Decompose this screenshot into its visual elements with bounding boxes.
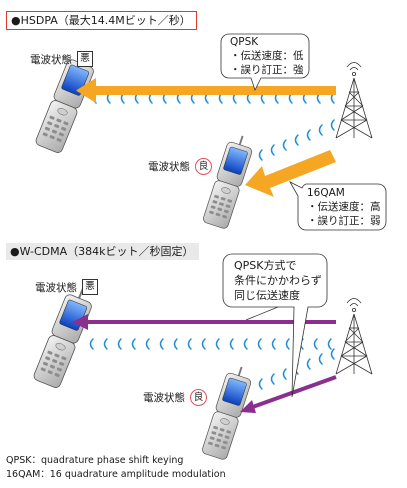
legend-qpsk: QPSK：quadrature phase shift keying — [6, 455, 184, 466]
hsdpa-bad-status: 電波状態 悪 — [30, 51, 93, 67]
hsdpa-bad-status-label: 電波状態 — [30, 53, 72, 66]
wcdma-callout-line2: 条件にかかわらず — [234, 274, 322, 287]
wcdma-arrow-good — [240, 375, 337, 413]
hsdpa-arrow-good — [245, 150, 336, 197]
wcdma-bad-phone — [32, 283, 98, 390]
callout-qpsk-speed: ・伝送速度：低 — [230, 50, 304, 62]
callout-16qam-correction: ・誤り訂正：弱 — [307, 215, 381, 227]
hsdpa-title: ●HSDPA（最大14.4Mビット／秒） — [6, 11, 197, 30]
wcdma-callout-pointer-1 — [245, 306, 279, 321]
hsdpa-callout-16qam-bubble — [288, 181, 387, 231]
wcdma-good-status-label: 電波状態 — [143, 392, 185, 404]
wcdma-good-status: 電波状態 良 — [143, 389, 207, 406]
callout-16qam-title: 16QAM — [307, 187, 345, 199]
hsdpa-good-status-label: 電波状態 — [148, 161, 190, 173]
hsdpa-bad-quality-badge: 悪 — [77, 51, 93, 67]
hsdpa-good-quality-badge: 良 — [195, 158, 212, 175]
wcdma-arrow-bad — [72, 314, 336, 330]
wcdma-bad-status-label: 電波状態 — [35, 281, 77, 294]
wcdma-bad-quality-badge: 悪 — [82, 279, 98, 295]
wcdma-callout-bubble — [222, 253, 328, 398]
wcdma-good-quality-badge: 良 — [190, 389, 207, 406]
callout-qpsk-correction: ・誤り訂正：強 — [230, 64, 304, 76]
callout-16qam-speed: ・伝送速度：高 — [307, 201, 381, 213]
wcdma-base-station-icon — [335, 298, 373, 375]
hsdpa-callout-qpsk-bubble — [220, 33, 310, 92]
hsdpa-arrow-bad — [76, 78, 336, 103]
hsdpa-base-station-icon — [335, 62, 373, 139]
wcdma-callout-line3: 同じ伝送速度 — [234, 289, 300, 302]
wcdma-title: ●W-CDMA（384kビット／秒固定） — [6, 243, 199, 260]
wcdma-callout: QPSK方式で 条件にかかわらず 同じ伝送速度 — [234, 258, 322, 303]
wcdma-callout-line1: QPSK方式で — [234, 259, 297, 272]
wcdma-bad-status: 電波状態 悪 — [35, 279, 98, 295]
callout-qpsk-title: QPSK — [230, 36, 259, 48]
hsdpa-callout-16qam: 16QAM ・伝送速度：高 ・誤り訂正：弱 — [307, 186, 381, 228]
legend-16qam: 16QAM：16 quadrature amplitude modulation — [6, 469, 226, 480]
hsdpa-good-status: 電波状態 良 — [148, 158, 212, 175]
hsdpa-good-phone — [201, 131, 257, 230]
hsdpa-callout-qpsk: QPSK ・伝送速度：低 ・誤り訂正：強 — [230, 35, 304, 77]
